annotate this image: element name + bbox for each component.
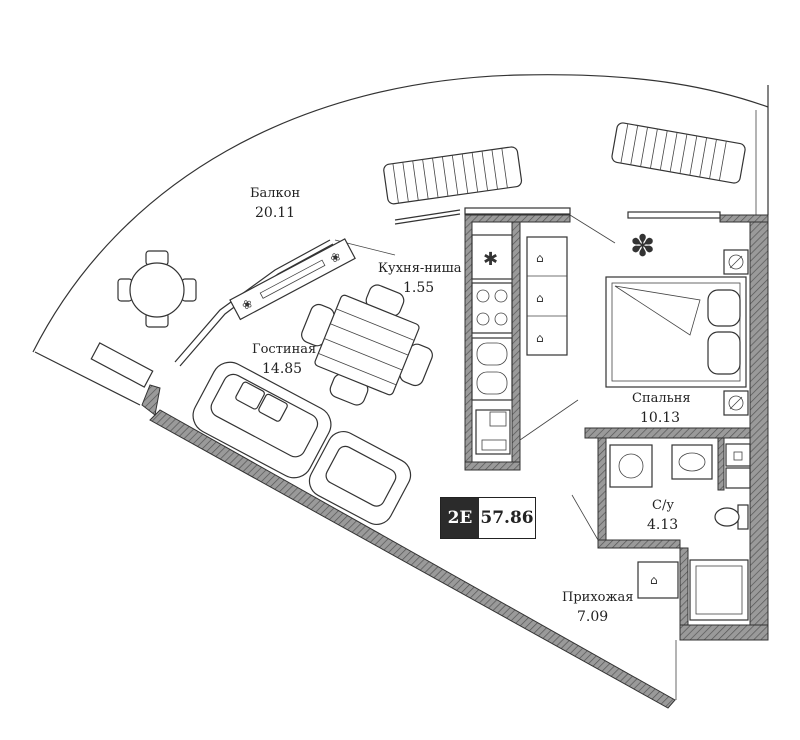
shower-icon (689, 559, 749, 621)
room-label-bedroom: Спальня 10.13 (632, 391, 691, 426)
lamp-icon (723, 390, 749, 416)
hallway-closet: ⌂ (637, 561, 679, 599)
hanger-icon: ⌂ (536, 291, 544, 305)
table-icon (301, 284, 433, 406)
plant-icon: ✽ (630, 229, 655, 264)
svg-text:Спальня: Спальня (632, 391, 691, 406)
media-unit-icon: ❀ ❀ (229, 238, 356, 321)
svg-text:Балкон: Балкон (250, 186, 300, 201)
svg-text:С/у: С/у (652, 498, 674, 513)
svg-text:14.85: 14.85 (262, 361, 302, 377)
svg-text:7.09: 7.09 (577, 609, 608, 625)
room-label-kitchen: Кухня-ниша 1.55 (378, 261, 462, 296)
kitchen-cabinet (475, 409, 511, 455)
room-label-bathroom: С/у 4.13 (647, 498, 678, 533)
lamp-icon (723, 249, 749, 275)
washer-icon (609, 444, 653, 488)
apartment-badge: 2Е 57.86 (440, 497, 536, 539)
snowflake-icon: ✱ (483, 249, 498, 270)
sun-lounger-icon (383, 146, 523, 205)
door-swings (334, 214, 677, 700)
apartment-type-label: 2Е (441, 498, 479, 538)
walls (141, 214, 769, 709)
armchair-icon (308, 431, 412, 525)
svg-text:10.13: 10.13 (640, 410, 680, 426)
svg-text:✽: ✽ (630, 229, 655, 264)
sofa-icon (192, 361, 332, 479)
sun-lounger-icon (611, 122, 746, 184)
svg-text:20.11: 20.11 (255, 205, 295, 221)
fridge: ✱ (471, 234, 513, 280)
sink-icon (471, 337, 513, 401)
apartment-total-area: 57.86 (479, 498, 535, 538)
svg-text:Гостиная: Гостиная (252, 342, 316, 357)
hanger-icon: ⌂ (650, 573, 658, 587)
toilet-icon (714, 504, 749, 530)
svg-text:4.13: 4.13 (647, 517, 678, 533)
room-label-living: Гостиная 14.85 (252, 342, 316, 377)
sink-icon (671, 444, 713, 480)
svg-text:1.55: 1.55 (403, 280, 434, 296)
balcony-outline (32, 74, 769, 406)
bench-icon (90, 342, 154, 388)
stove-icon (471, 282, 513, 334)
hanger-icon: ⌂ (536, 331, 544, 345)
svg-text:Кухня-ниша: Кухня-ниша (378, 261, 462, 276)
cabinet-icon (725, 443, 751, 489)
hanger-icon: ⌂ (536, 251, 544, 265)
svg-text:Прихожая: Прихожая (562, 590, 633, 605)
table-icon (117, 250, 197, 328)
bed-icon (605, 276, 747, 388)
room-label-balcony: Балкон 20.11 (250, 186, 300, 221)
room-label-hallway: Прихожая 7.09 (562, 590, 633, 625)
wardrobe: ⌂ ⌂ ⌂ (526, 236, 568, 356)
